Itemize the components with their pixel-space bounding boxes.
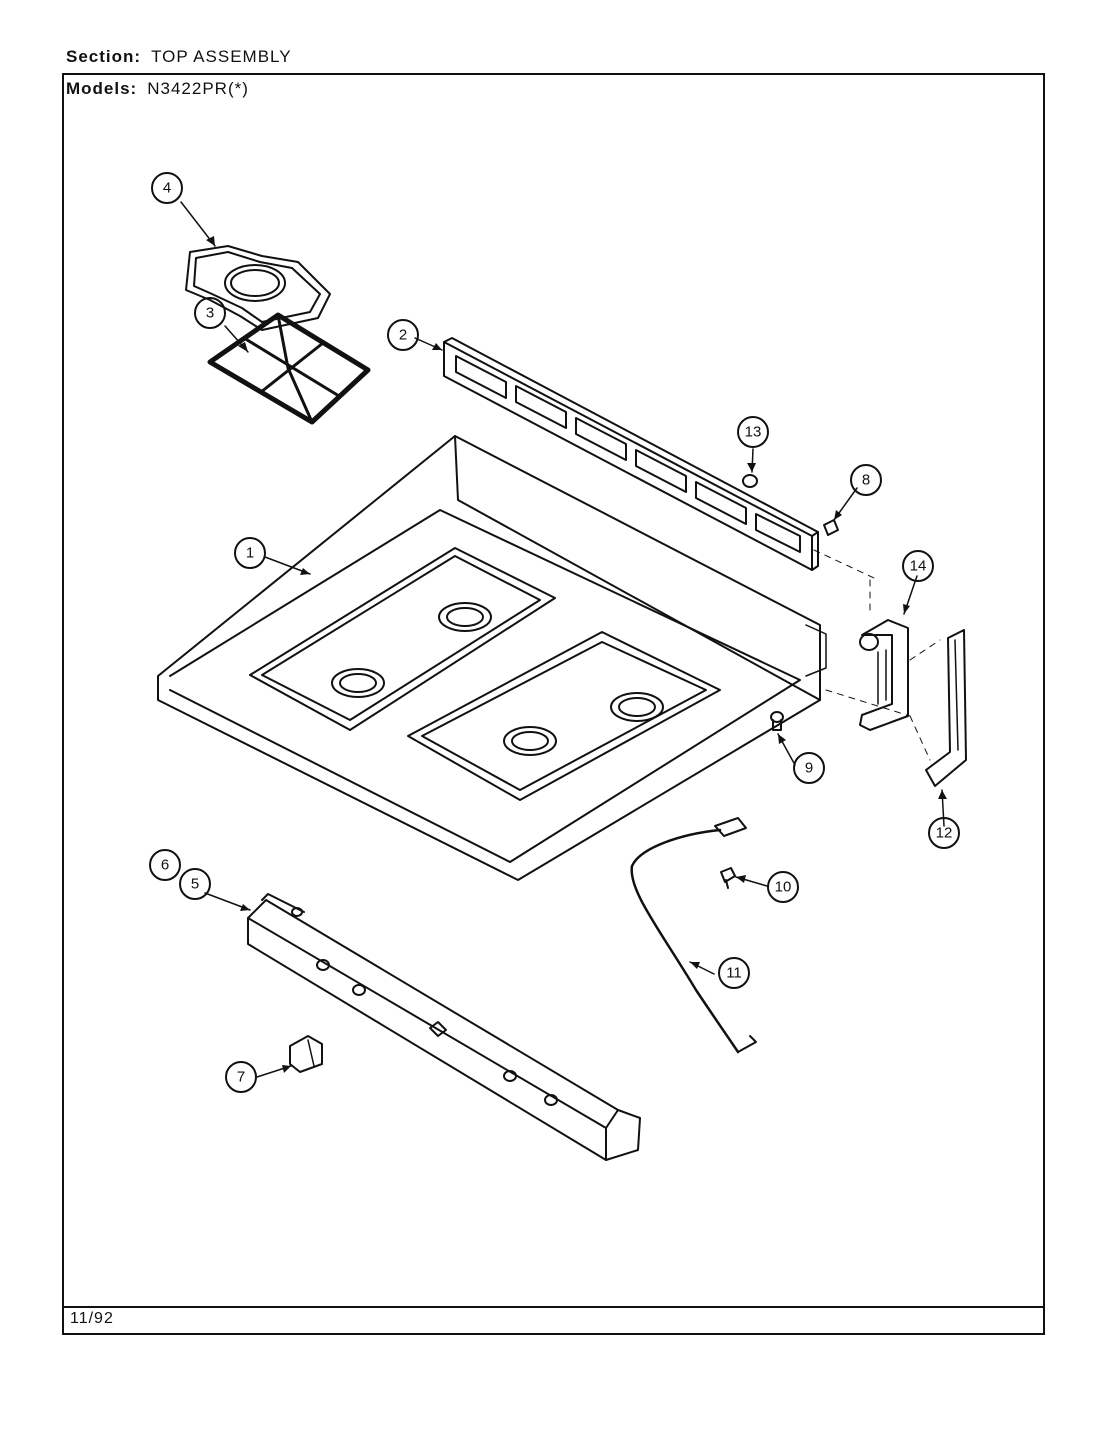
callout-7: 7 (225, 1061, 257, 1093)
svg-text:11: 11 (726, 965, 742, 982)
models-heading: Models: N3422PR(*) (66, 79, 249, 99)
models-label: Models: (66, 79, 138, 98)
alignment-lines (813, 549, 941, 761)
callout-13: 13 (737, 416, 769, 448)
diagram-frame (62, 73, 1045, 1335)
callout-14: 14 (902, 550, 934, 582)
svg-text:13: 13 (745, 424, 762, 441)
date-code: 11/92 (70, 1310, 114, 1327)
callout-12: 12 (928, 817, 960, 849)
svg-text:12: 12 (936, 825, 953, 842)
part-side-bracket (859, 619, 909, 731)
footer-divider (62, 1306, 1045, 1308)
callout-5: 5 (179, 868, 211, 900)
svg-text:5: 5 (191, 876, 199, 893)
svg-text:9: 9 (805, 760, 813, 777)
part-clip (742, 474, 758, 488)
svg-text:4: 4 (163, 180, 171, 197)
callout-9: 9 (793, 752, 825, 784)
models-value: N3422PR(*) (147, 79, 249, 98)
part-screw-10 (720, 867, 736, 889)
svg-text:6: 6 (161, 857, 169, 874)
part-bolt-9 (770, 711, 784, 731)
part-control-panel (247, 893, 641, 1161)
svg-text:10: 10 (775, 879, 792, 896)
section-value: TOP ASSEMBLY (151, 47, 292, 66)
callout-6: 6 (149, 849, 181, 881)
svg-text:7: 7 (237, 1069, 245, 1086)
callout-1: 1 (234, 537, 266, 569)
leader-arrowheads (206, 236, 947, 1073)
callout-8: 8 (850, 464, 882, 496)
section-heading: Section: TOP ASSEMBLY (66, 47, 292, 67)
part-cooktop (157, 435, 827, 881)
callout-4: 4 (151, 172, 183, 204)
part-side-trim (925, 629, 967, 787)
part-burner-grate (207, 312, 371, 425)
callout-3: 3 (194, 297, 226, 329)
callout-10: 10 (767, 871, 799, 903)
part-knob (289, 1035, 323, 1073)
svg-text:1: 1 (246, 545, 254, 562)
part-igniter-lead (630, 817, 757, 1054)
svg-text:3: 3 (206, 305, 214, 322)
part-spill-tray (185, 245, 331, 331)
part-backguard-vent (443, 337, 819, 571)
svg-text:8: 8 (862, 472, 870, 489)
svg-text:14: 14 (910, 558, 927, 575)
callout-2: 2 (387, 319, 419, 351)
part-screw-8 (823, 519, 839, 536)
section-label: Section: (66, 47, 142, 66)
callout-11: 11 (718, 957, 750, 989)
svg-text:2: 2 (399, 327, 407, 344)
